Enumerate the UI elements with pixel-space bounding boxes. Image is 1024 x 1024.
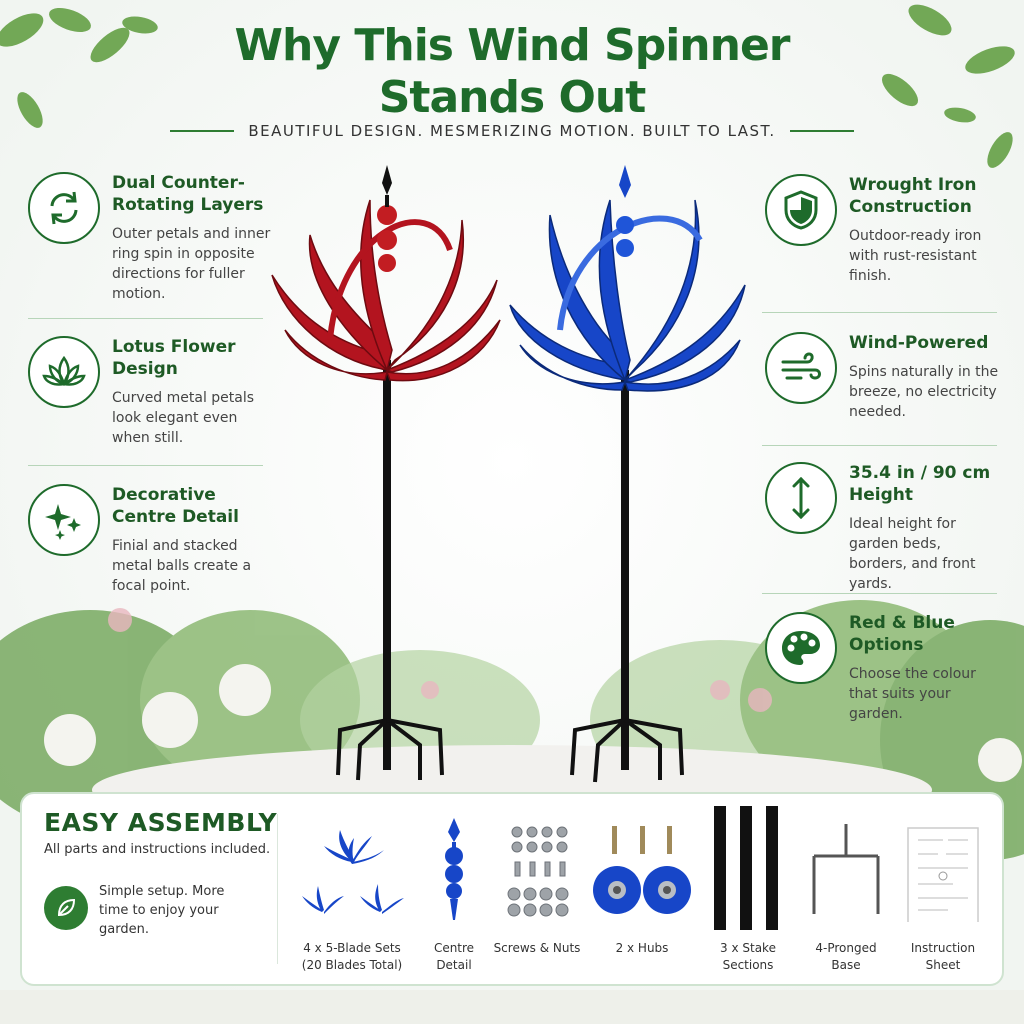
setup-text: Simple setup. More time to enjoy your ga… [99, 884, 225, 937]
feature-title: Dual Counter-Rotating Layers [112, 173, 264, 215]
part-stake-sections: 3 x Stake Sections [694, 802, 802, 972]
rotate-arrows-icon [28, 172, 100, 244]
divider [762, 312, 997, 313]
wind-icon [765, 332, 837, 404]
blade-sets-icon [302, 830, 404, 914]
part-hubs: 2 x Hubs [587, 802, 697, 955]
divider [28, 318, 263, 319]
shield-icon [765, 174, 837, 246]
divider [28, 465, 263, 466]
divider [762, 445, 997, 446]
easy-assembly-panel: EASY ASSEMBLY All parts and instructions… [20, 792, 1004, 986]
stake-sections-icon [714, 806, 778, 930]
page-title: Why This Wind Spinner Stands Out [0, 20, 1024, 124]
instruction-sheet-icon [907, 827, 979, 925]
feature-description: Spins naturally in the breeze, no electr… [849, 364, 999, 420]
feature-description: Outer petals and inner ring spin in oppo… [112, 226, 271, 302]
blue-wind-spinner [509, 165, 746, 783]
part-label: 2 x Hubs [615, 941, 669, 955]
centre-detail-icon [445, 818, 463, 920]
part-screws-nuts: Screws & Nuts [492, 802, 582, 955]
subtitle-rule-right [789, 130, 855, 132]
lotus-icon [28, 336, 100, 408]
feature-description: Finial and stacked metal balls create a … [112, 538, 252, 594]
palette-icon [765, 612, 837, 684]
title-line-2: Stands Out [378, 72, 647, 123]
part-label: 4 x 5-Blade Sets(20 Blades Total) [301, 941, 403, 972]
title-line-1: Why This Wind Spinner [234, 20, 791, 71]
part-label: 3 x Stake Sections [720, 941, 776, 972]
assembly-title: EASY ASSEMBLY [44, 808, 278, 837]
divider [762, 593, 997, 594]
sparkle-icon [28, 484, 100, 556]
red-wind-spinner [271, 165, 501, 781]
leaf-icon [44, 886, 88, 930]
hubs-icon [593, 826, 691, 914]
part-label: Screws & Nuts [493, 941, 581, 955]
part-blade-sets: 4 x 5-Blade Sets(20 Blades Total) [292, 802, 412, 972]
feature-description: Curved metal petals look elegant even wh… [112, 390, 255, 446]
pronged-base-icon [812, 824, 880, 914]
feature-title: Wind-Powered [849, 333, 989, 353]
feature-wind-powered: Wind-Powered Spins naturally in the bree… [765, 332, 1000, 422]
feature-description: Outdoor-ready iron with rust-resistant f… [849, 228, 982, 284]
assembly-subtitle: All parts and instructions included. [44, 842, 271, 857]
page-subtitle: BEAUTIFUL DESIGN. MESMERIZING MOTION. BU… [248, 122, 776, 140]
feature-description: Choose the colour that suits your garden… [849, 666, 976, 722]
feature-dual-counter-rotating: Dual Counter-Rotating Layers Outer petal… [28, 172, 278, 304]
screws-nuts-icon [507, 826, 569, 917]
height-arrow-icon [765, 462, 837, 534]
vertical-separator [277, 814, 278, 964]
feature-description: Ideal height for garden beds, borders, a… [849, 516, 976, 592]
subtitle-row: BEAUTIFUL DESIGN. MESMERIZING MOTION. BU… [170, 122, 855, 140]
subtitle-rule-left [170, 130, 235, 132]
